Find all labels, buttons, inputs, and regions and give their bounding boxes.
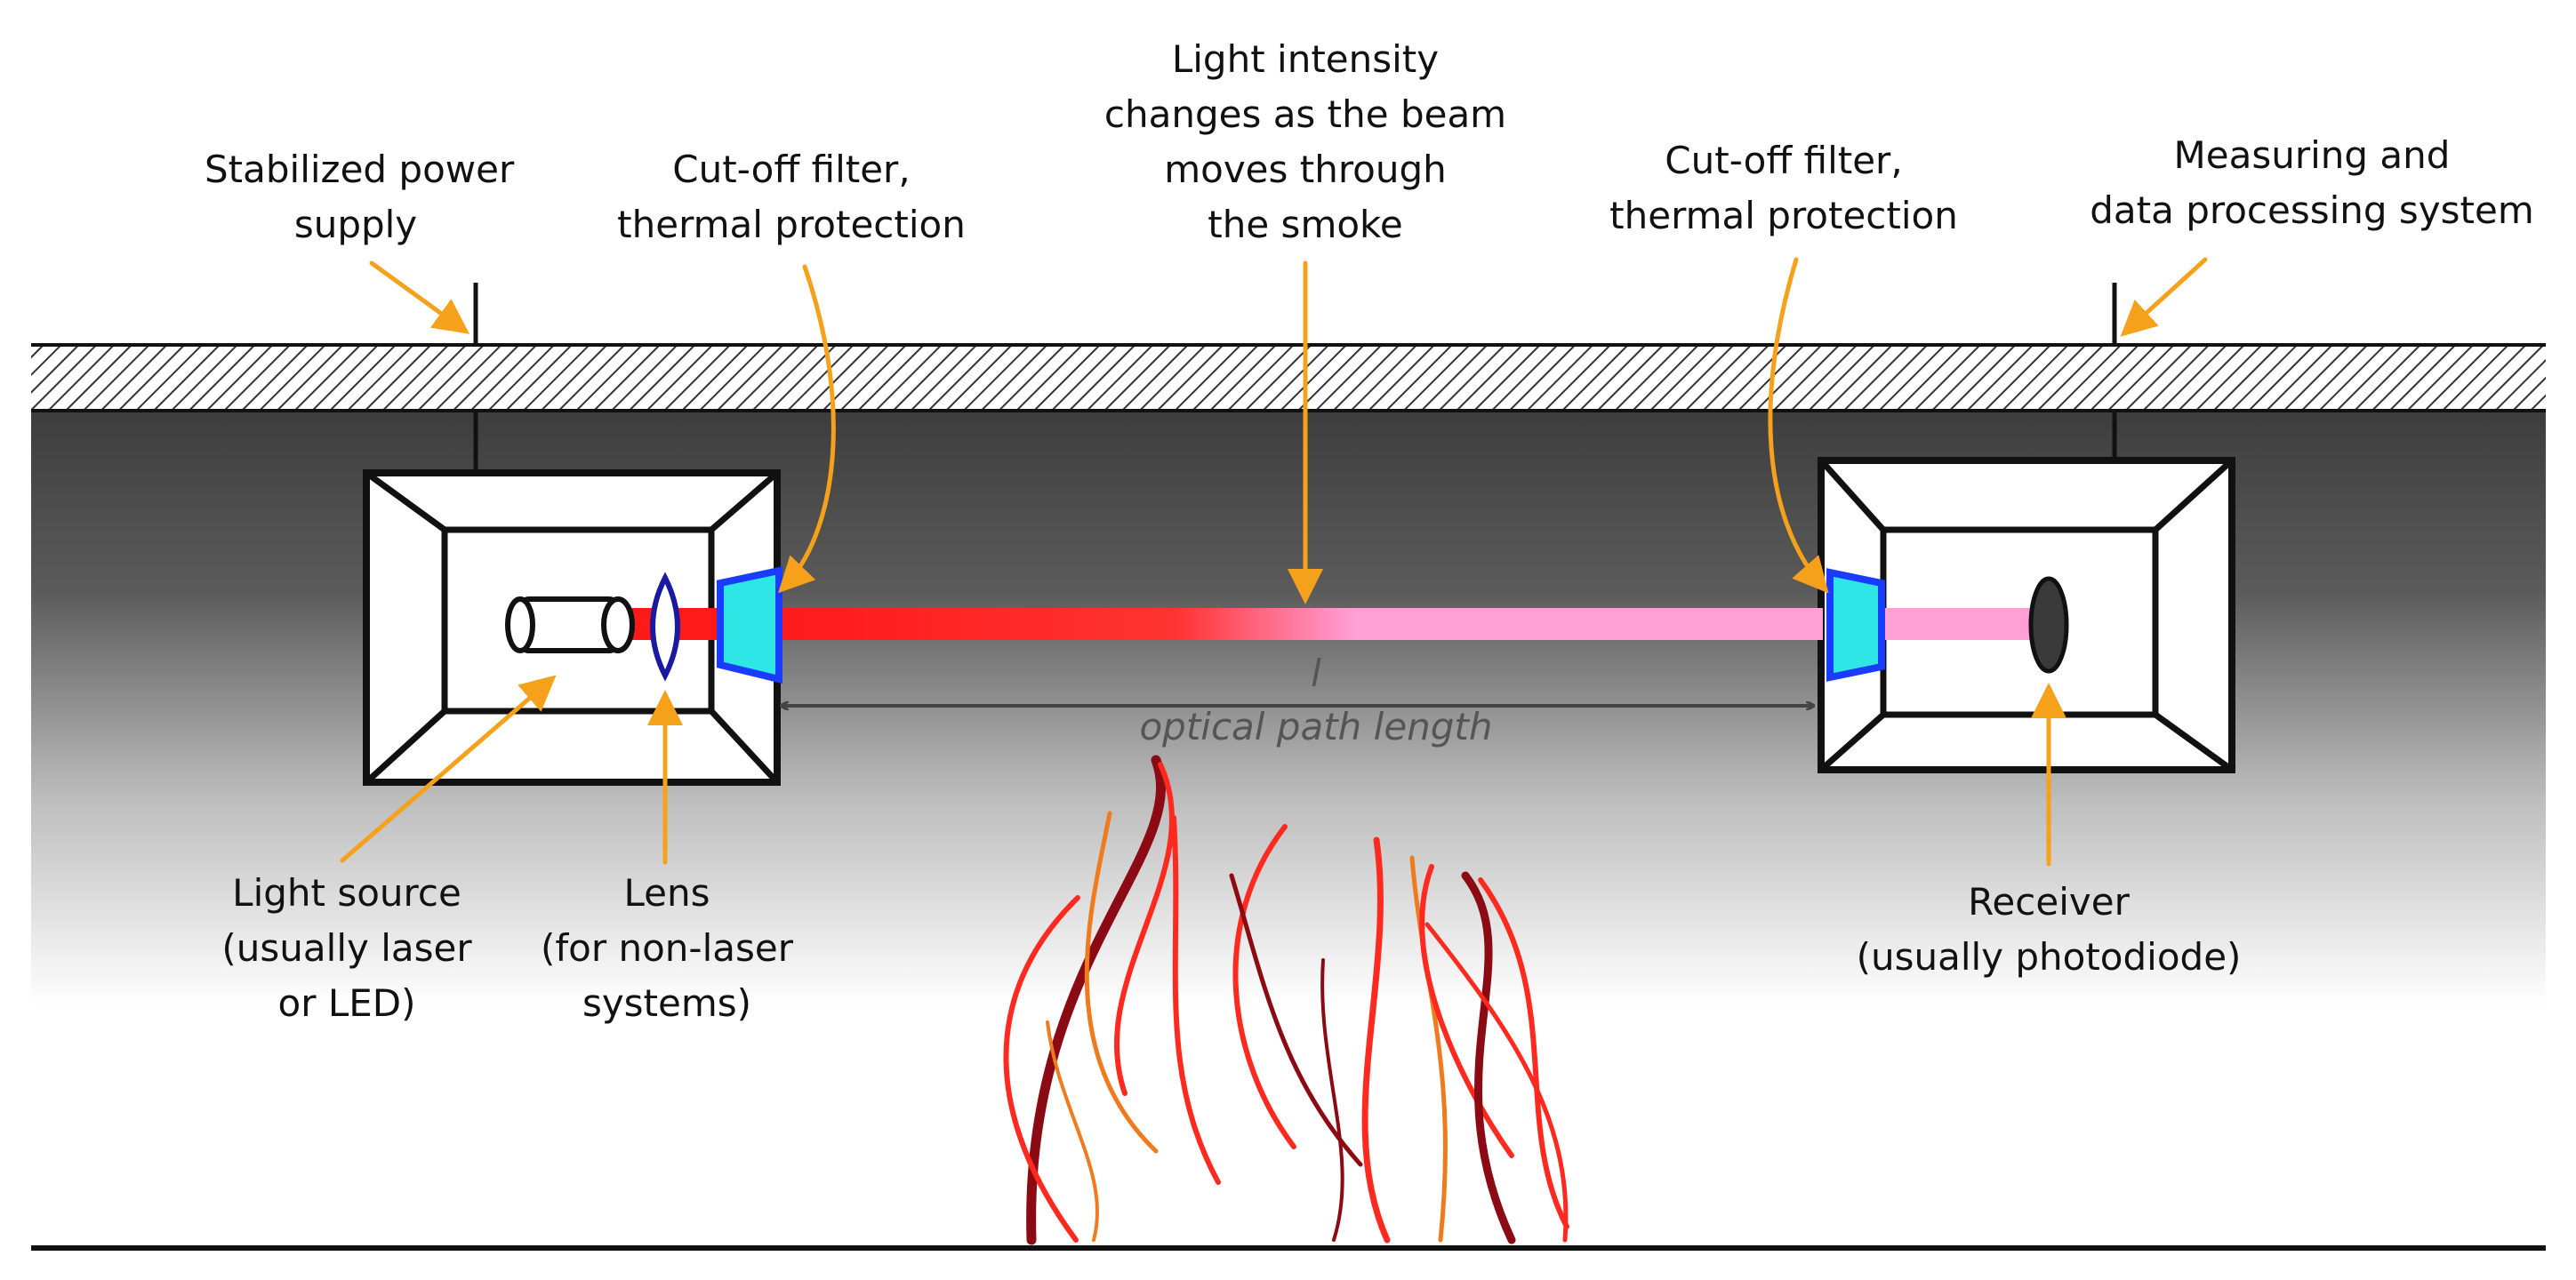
label-line: Measuring and (2173, 133, 2451, 177)
filter-right (1826, 568, 1885, 682)
filter-left (717, 566, 782, 684)
label-power-supply: Stabilized power supply (205, 142, 515, 252)
arrow-filter-left (778, 264, 836, 594)
flame-icon (1003, 755, 1569, 1245)
label-line: systems) (582, 981, 752, 1025)
label-line: changes as the beam (1103, 92, 1507, 136)
beam-inside-receiver (1858, 608, 2054, 640)
label-filter-left: Cut-off filter, thermal protection (614, 142, 969, 252)
label-line: Light source (232, 871, 461, 915)
label-line: data processing system (2090, 188, 2534, 232)
label-receiver: Receiver (usually photodiode) (1818, 875, 2280, 985)
biconvex-lens-icon (650, 572, 680, 682)
label-line: Receiver (1968, 880, 2130, 924)
arrow-power-supply (369, 260, 470, 334)
cylinder-icon (505, 596, 635, 653)
label-measuring: Measuring and data processing system (2090, 128, 2534, 238)
label-line: Cut-off filter, (1665, 139, 1903, 182)
path-length-text: optical path length (1139, 705, 1493, 748)
label-line: (for non-laser (541, 926, 793, 970)
label-line: supply (293, 203, 418, 246)
label-intensity: Light intensity changes as the beam move… (1092, 32, 1519, 252)
arrow-measuring (2120, 257, 2208, 337)
path-symbol: l (1311, 652, 1321, 695)
label-line: Lens (623, 871, 710, 915)
label-line: Cut-off filter, (672, 148, 911, 191)
arrow-light-source (340, 675, 557, 863)
label-line: moves through (1164, 148, 1447, 191)
label-line: the smoke (1208, 203, 1403, 246)
label-line: Stabilized power (205, 148, 515, 191)
light-beam (781, 608, 1823, 640)
label-line: (usually photodiode) (1856, 935, 2242, 979)
label-lens: Lens (for non-laser systems) (534, 866, 800, 1031)
ceiling-hatch (31, 345, 2546, 411)
label-filter-right: Cut-off filter, thermal protection (1606, 133, 1962, 244)
label-optical-path: l optical path length (1103, 647, 1529, 754)
arrow-filter-right (1768, 257, 1829, 594)
label-line: Light intensity (1171, 37, 1440, 81)
photodiode-icon (2028, 576, 2069, 674)
label-line: thermal protection (1609, 194, 1958, 237)
label-line: (usually laser (221, 926, 472, 970)
label-light-source: Light source (usually laser or LED) (205, 866, 489, 1031)
label-line: thermal protection (617, 203, 966, 246)
label-line: or LED) (277, 981, 416, 1025)
